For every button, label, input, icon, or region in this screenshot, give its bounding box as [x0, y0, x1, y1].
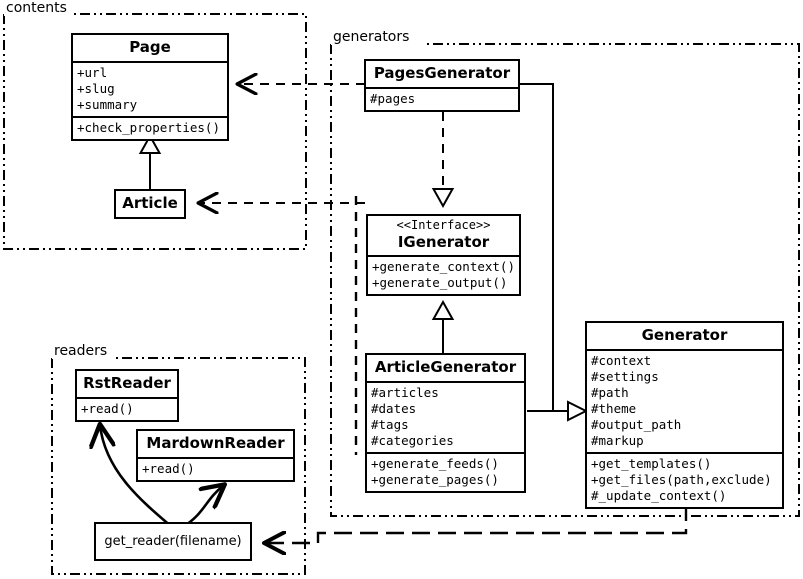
class-name-article-generator: ArticleGenerator [367, 355, 524, 383]
method: +generate_feeds() [371, 455, 499, 471]
class-name-article: Article [122, 194, 178, 212]
attribute: #dates [371, 400, 417, 416]
class-methods-article-generator: +generate_feeds() +generate_pages() [367, 454, 524, 491]
attribute: #theme [591, 400, 637, 416]
attribute: #pages [370, 90, 416, 106]
class-box-igenerator[interactable]: <<Interface>> IGenerator +generate_conte… [366, 214, 521, 297]
class-name-page: Page [73, 35, 227, 63]
class-attributes-page: +url +slug +summary [73, 63, 227, 118]
relationship-get-reader-returns-rst [100, 425, 173, 528]
package-label-readers: readers [52, 343, 110, 359]
class-header-igenerator: <<Interface>> IGenerator [368, 216, 519, 258]
class-name-mardown-reader: MardownReader [138, 431, 293, 459]
function-name-get-reader: get_reader(filename) [104, 534, 242, 549]
relationship-generators-inherit-generator [520, 83, 589, 422]
method: +get_files(path,exclude) [591, 471, 772, 487]
method: +generate_output() [372, 275, 508, 291]
class-box-article-generator[interactable]: ArticleGenerator #articles #dates #tags … [365, 353, 526, 493]
attribute: #tags [371, 416, 409, 432]
function-box-get-reader[interactable]: get_reader(filename) [94, 522, 252, 561]
method: +read() [142, 460, 195, 476]
package-border-contents [3, 13, 307, 250]
class-methods-igenerator: +generate_context() +generate_output() [368, 257, 519, 294]
relationship-article-inherits-page [138, 133, 162, 190]
class-name-igenerator: IGenerator [397, 232, 490, 251]
attribute: #categories [371, 432, 454, 448]
attribute: +slug [77, 80, 115, 96]
attribute: #output_path [591, 416, 682, 432]
class-methods-mardown-reader: +read() [138, 459, 293, 480]
class-name-pages-generator: PagesGenerator [366, 61, 518, 89]
method: #_update_context() [591, 487, 727, 503]
class-methods-generator: +get_templates() +get_files(path,exclude… [587, 454, 782, 507]
class-name-rst-reader: RstReader [77, 371, 177, 399]
attribute: #settings [591, 368, 659, 384]
class-attributes-pages-generator: #pages [366, 89, 518, 110]
attribute: #markup [591, 432, 644, 448]
class-attributes-article-generator: #articles #dates #tags #categories [367, 383, 524, 454]
attribute: #path [591, 384, 629, 400]
class-box-pages-generator[interactable]: PagesGenerator #pages [364, 59, 520, 112]
class-box-mardown-reader[interactable]: MardownReader +read() [136, 429, 295, 482]
package-border-readers [51, 357, 306, 575]
relationship-articlegen-realizes-igen [431, 299, 455, 353]
attribute: +summary [77, 96, 138, 112]
class-box-page[interactable]: Page +url +slug +summary +check_properti… [71, 33, 229, 141]
class-box-article[interactable]: Article [114, 189, 186, 219]
relationship-pagesgen-realizes-igenerator [431, 112, 455, 209]
method: +read() [81, 400, 134, 416]
attribute: #articles [371, 384, 439, 400]
method: +get_templates() [591, 455, 712, 471]
method: +generate_context() [372, 259, 515, 275]
package-border-generators [330, 43, 800, 517]
class-box-generator[interactable]: Generator #context #settings #path #them… [585, 321, 784, 509]
class-box-rst-reader[interactable]: RstReader +read() [75, 369, 179, 422]
class-name-generator: Generator [587, 323, 782, 351]
class-methods-rst-reader: +read() [77, 399, 177, 420]
relationship-generator-uses-get-reader [265, 503, 688, 543]
package-label-generators: generators [331, 29, 412, 45]
class-attributes-generator: #context #settings #path #theme #output_… [587, 351, 782, 454]
relationship-get-reader-returns-mardown [182, 485, 224, 529]
class-stereotype-igenerator: <<Interface>> [396, 218, 491, 232]
method: +generate_pages() [371, 471, 499, 487]
package-label-contents: contents [4, 0, 69, 16]
method: +check_properties() [77, 119, 220, 135]
class-methods-page: +check_properties() [73, 118, 227, 139]
attribute: #context [591, 352, 652, 368]
attribute: +url [77, 64, 108, 80]
